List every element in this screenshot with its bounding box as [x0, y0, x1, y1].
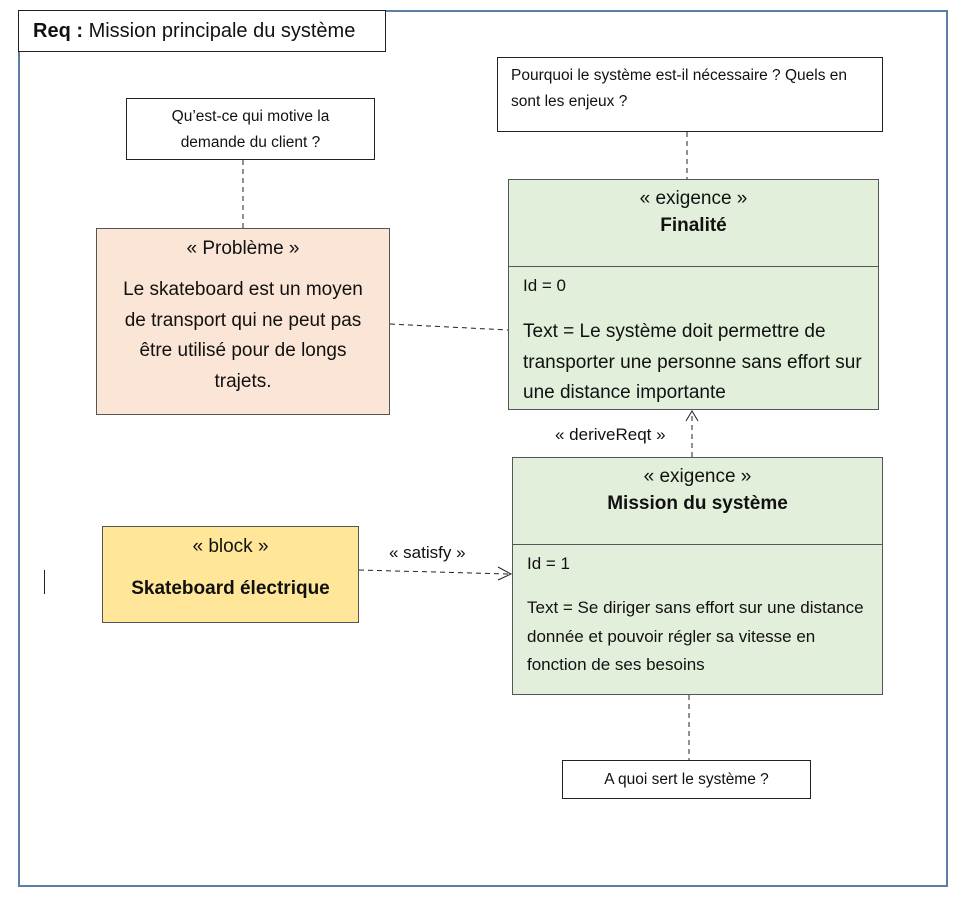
block-skateboard: « block » Skateboard électrique	[102, 526, 359, 623]
problem-box: « Problème » Le skateboard est un moyen …	[96, 228, 390, 415]
mission-name: Mission du système	[607, 493, 788, 514]
frame-title: Req : Mission principale du système	[18, 10, 386, 52]
block-name: Skateboard électrique	[131, 578, 330, 599]
satisfy-link	[358, 569, 511, 575]
derive-arrowhead	[685, 410, 699, 422]
requirement-mission: « exigence » Mission du système Id = 1 T…	[512, 457, 883, 695]
mission-text: Text = Se diriger sans effort sur une di…	[527, 598, 864, 674]
necessity-note: Pourquoi le système est-il nécessaire ? …	[497, 57, 883, 132]
requirement-finalite: « exigence » Finalité Id = 0 Text = Le s…	[508, 179, 879, 410]
finalite-stereotype: « exigence »	[639, 188, 748, 209]
necessity-text: Pourquoi le système est-il nécessaire ? …	[511, 67, 847, 110]
frame-title-keyword: Req :	[33, 20, 83, 42]
mission-divider	[513, 544, 882, 545]
problem-finalite-link	[389, 323, 509, 331]
client-motivation-note: Qu’est-ce qui motive la demande du clien…	[126, 98, 375, 160]
problem-stereotype: « Problème »	[186, 238, 300, 259]
satisfy-label: « satisfy »	[389, 543, 466, 562]
client-motivation-text: Qu’est-ce qui motive la demande du clien…	[171, 108, 330, 151]
purpose-note: A quoi sert le système ?	[562, 760, 811, 799]
derive-label: « deriveReqt »	[555, 425, 666, 444]
diagram-frame	[18, 10, 948, 887]
finalite-divider	[509, 266, 878, 267]
finalite-name: Finalité	[660, 215, 727, 236]
purpose-text: A quoi sert le système ?	[604, 771, 769, 788]
block-stereotype: « block »	[192, 536, 269, 557]
satisfy-arrowhead	[497, 566, 513, 581]
finalite-text: Text = Le système doit permettre de tran…	[523, 321, 862, 403]
mission-stereotype: « exigence »	[643, 466, 752, 487]
text-cursor	[44, 570, 45, 594]
frame-title-text: Mission principale du système	[88, 20, 356, 42]
problem-text: Le skateboard est un moyen de transport …	[123, 279, 363, 392]
mission-id: Id = 1	[527, 554, 571, 573]
finalite-id: Id = 0	[523, 276, 567, 295]
